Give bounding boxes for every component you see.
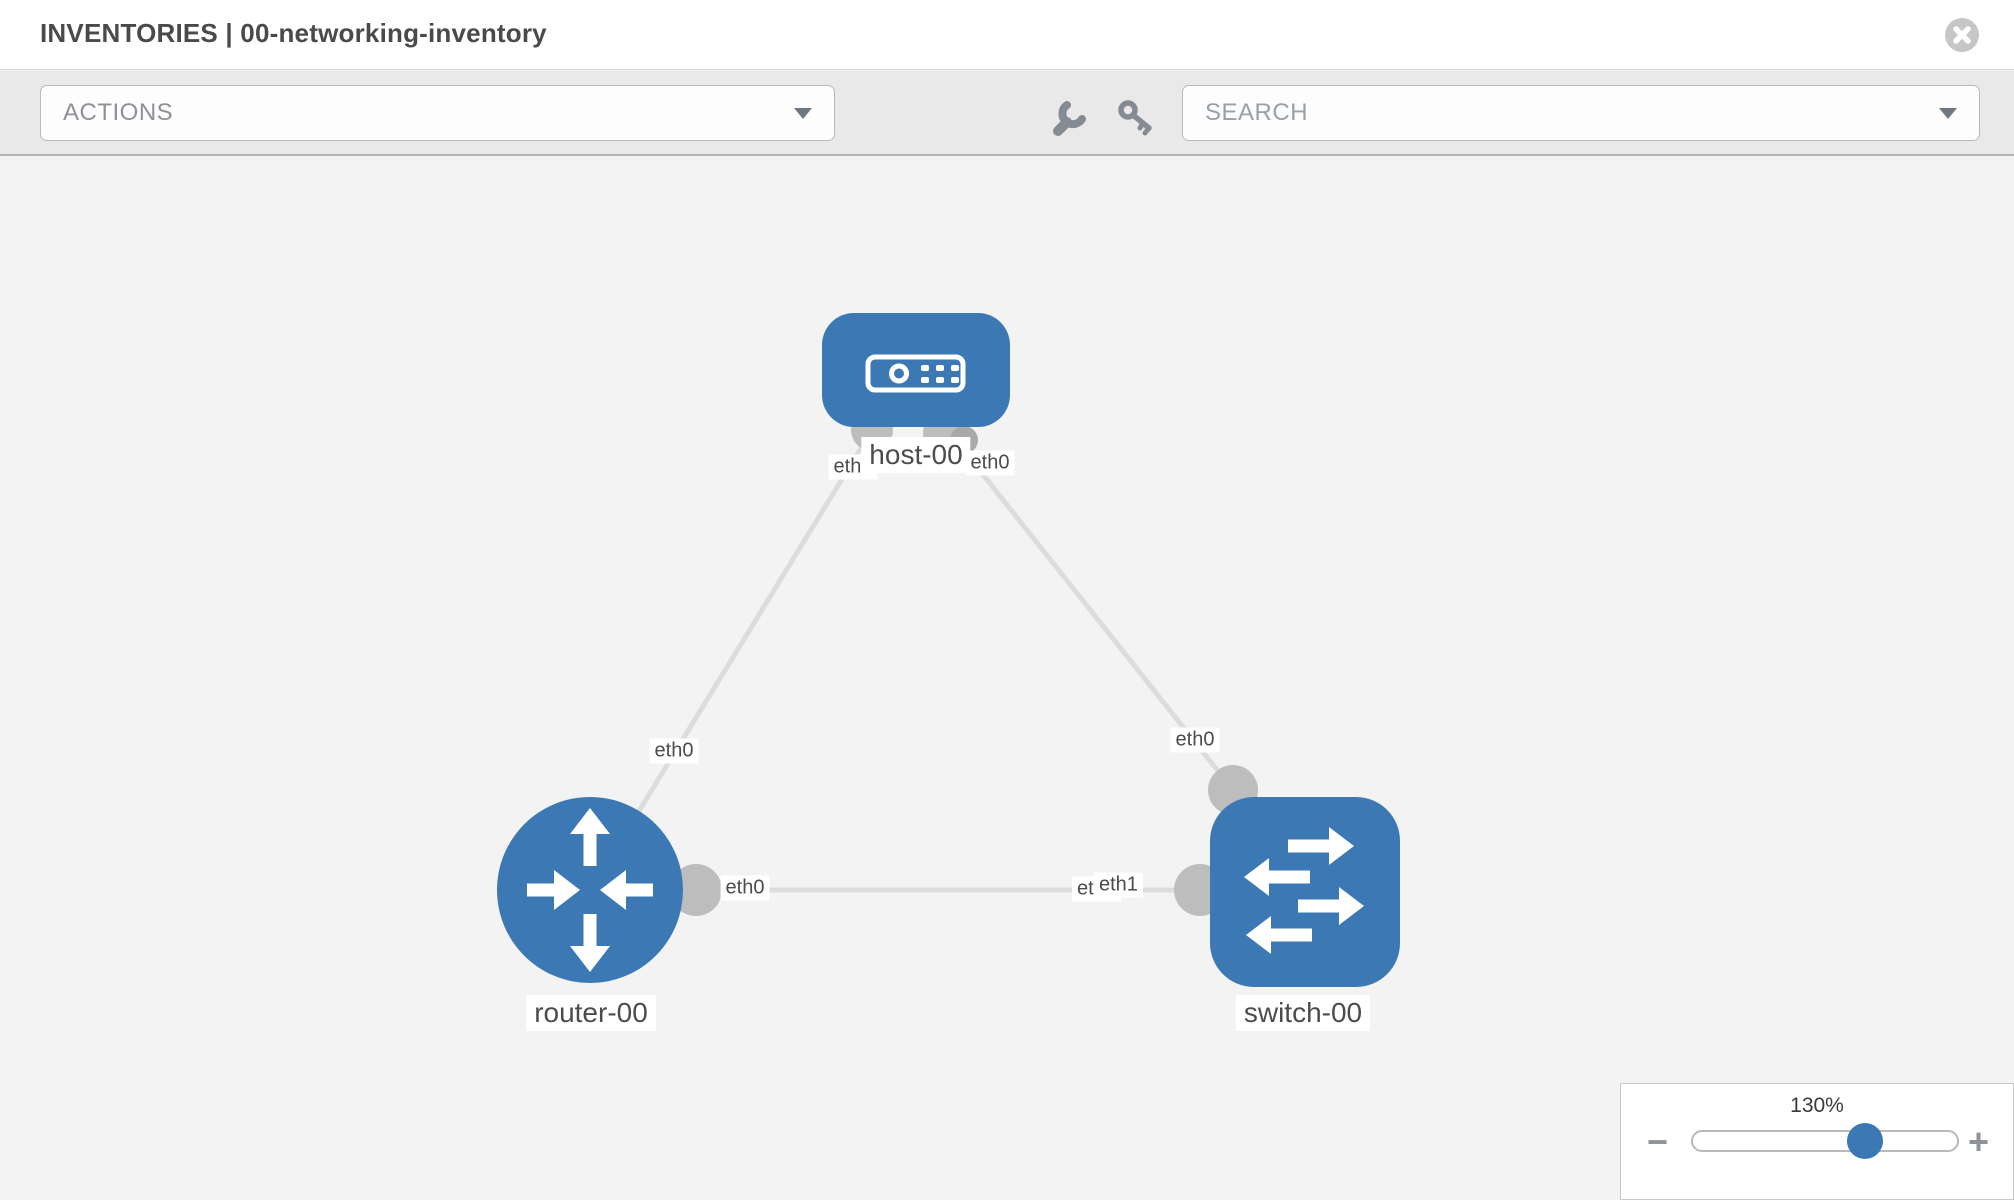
actions-dropdown-label: ACTIONS bbox=[63, 99, 174, 126]
plus-icon[interactable]: + bbox=[1968, 1121, 1990, 1162]
interface-label: eth0 bbox=[649, 738, 699, 764]
node-host-00[interactable] bbox=[822, 313, 1010, 427]
chevron-down-icon bbox=[794, 108, 812, 119]
interface-label: eth0 bbox=[965, 450, 1015, 476]
header: INVENTORIES | 00-networking-inventory bbox=[0, 0, 2014, 70]
search-dropdown[interactable]: SEARCH bbox=[1182, 85, 1980, 141]
node-label-host: host-00 bbox=[861, 437, 971, 473]
zoom-level-value: 130% bbox=[1790, 1094, 1844, 1117]
router-arrows-icon bbox=[527, 808, 653, 972]
toolbar: ACTIONS SEARCH bbox=[0, 71, 2014, 156]
chevron-down-icon bbox=[1939, 108, 1957, 119]
zoom-slider-handle[interactable] bbox=[1847, 1123, 1883, 1159]
server-icon bbox=[865, 354, 966, 393]
interface-label: eth0 bbox=[1170, 727, 1220, 753]
topology-canvas[interactable]: eth0 host-00 eth0 eth0 eth0 eth0 eth0 et… bbox=[0, 156, 2014, 1200]
minus-icon[interactable]: − bbox=[1647, 1121, 1669, 1162]
zoom-control-panel: 130% − + bbox=[1620, 1083, 2014, 1200]
stub-router-right bbox=[670, 864, 722, 916]
actions-dropdown[interactable]: ACTIONS bbox=[40, 85, 835, 141]
page-title: INVENTORIES | 00-networking-inventory bbox=[40, 18, 547, 48]
key-icon[interactable] bbox=[1116, 98, 1156, 138]
close-icon[interactable] bbox=[1945, 18, 1979, 52]
zoom-slider-track[interactable] bbox=[1691, 1123, 1959, 1159]
wrench-icon[interactable] bbox=[1048, 98, 1088, 138]
node-switch-00[interactable] bbox=[1210, 797, 1400, 987]
interface-stubs bbox=[670, 409, 1258, 916]
topology-links bbox=[636, 428, 1235, 893]
search-dropdown-label: SEARCH bbox=[1205, 99, 1309, 126]
interface-label: eth0 bbox=[720, 875, 770, 901]
node-label-router: router-00 bbox=[526, 995, 656, 1031]
switch-arrows-icon bbox=[1244, 827, 1364, 954]
interface-label: eth1 bbox=[1094, 872, 1143, 898]
node-router-00[interactable] bbox=[497, 797, 683, 983]
node-label-switch: switch-00 bbox=[1235, 995, 1371, 1031]
